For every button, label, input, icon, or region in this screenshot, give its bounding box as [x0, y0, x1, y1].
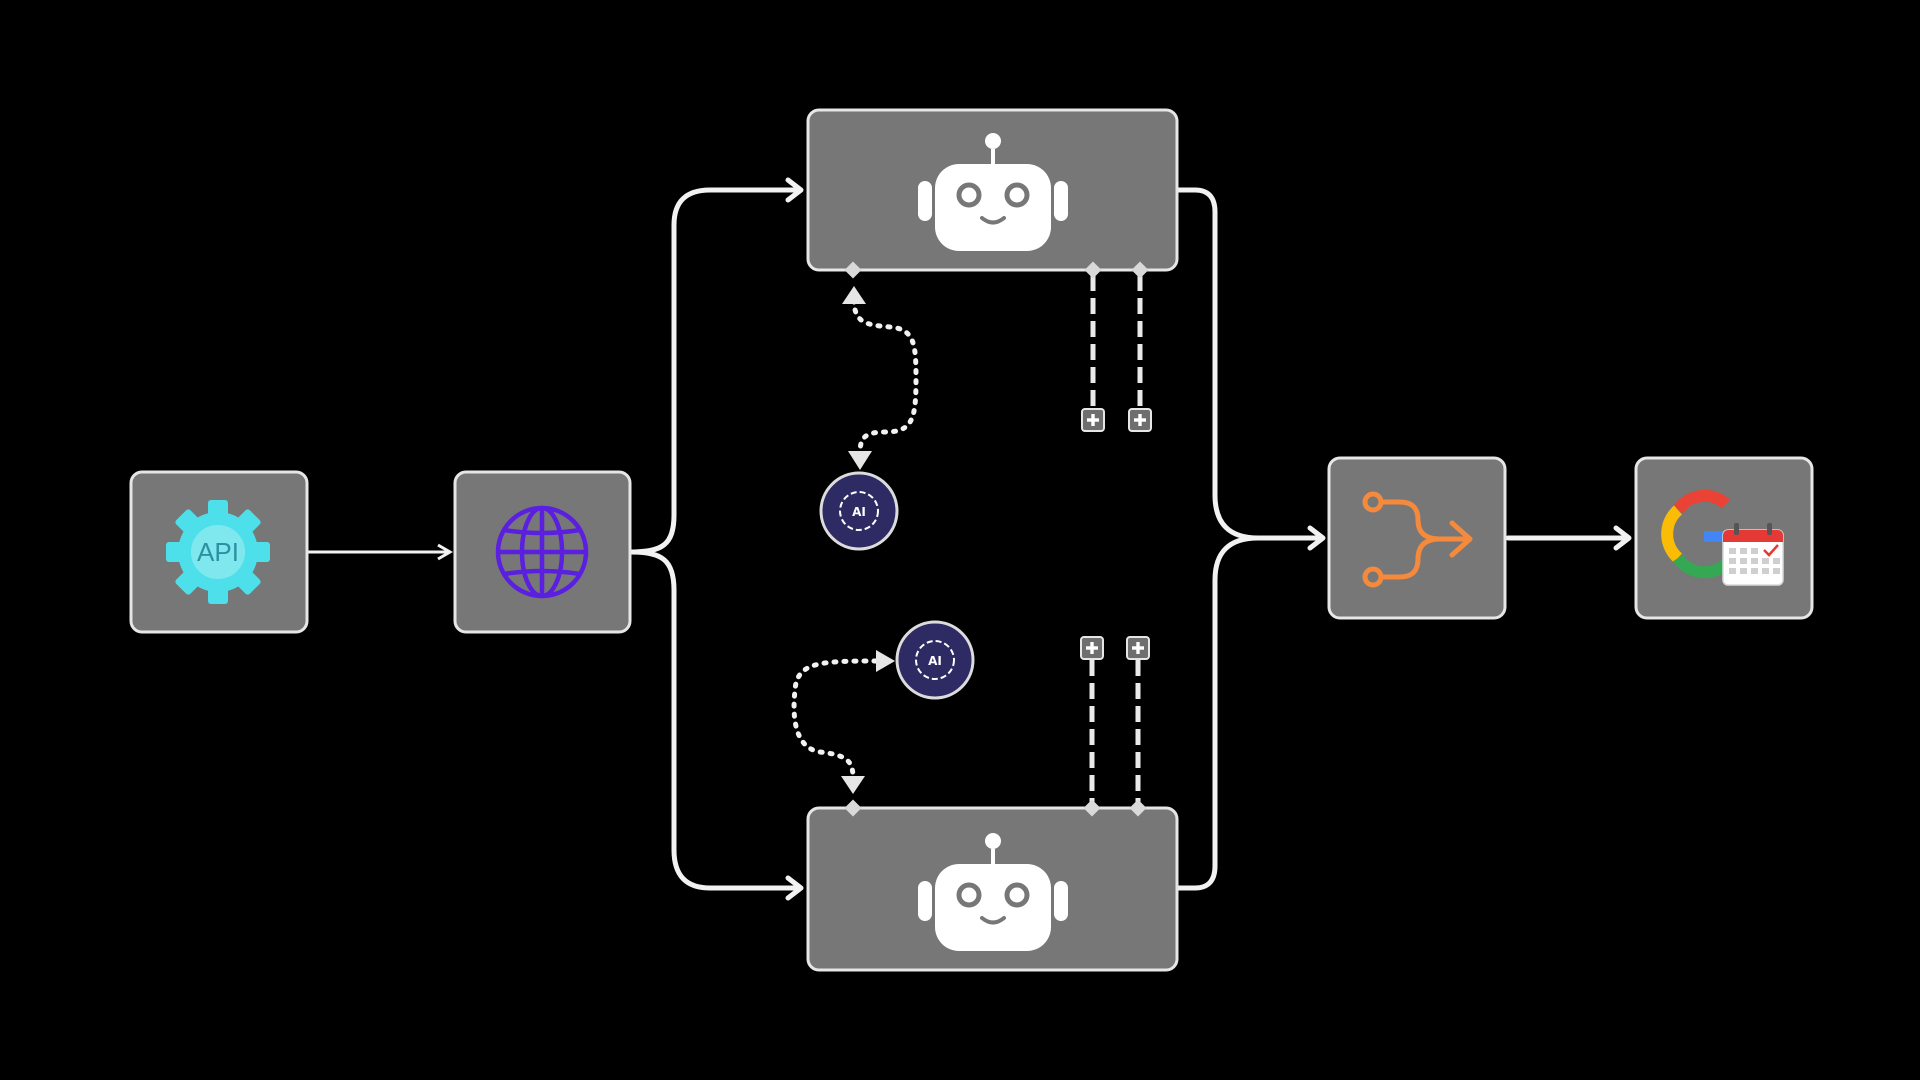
tool-lines-top — [1090, 275, 1143, 412]
google-calendar-icon — [1661, 489, 1784, 586]
connections — [308, 177, 1632, 901]
robot-icon — [918, 833, 1068, 951]
edge-agent-top-to-ai-model — [842, 286, 919, 470]
ai-model-node-bottom[interactable]: AI — [895, 620, 975, 700]
edge-agent-bottom-to-ai-model — [791, 650, 895, 794]
add-tool-button-top-2[interactable] — [1128, 408, 1152, 432]
robot-icon — [918, 133, 1068, 251]
edge-http-to-agent-top — [628, 177, 804, 555]
add-tool-button-top-1[interactable] — [1081, 408, 1105, 432]
ai-model-label: AI — [928, 654, 942, 668]
ai-model-label: AI — [852, 505, 866, 519]
edge-agent-bottom-to-merge — [1174, 525, 1326, 891]
add-tool-button-bottom-1[interactable] — [1080, 636, 1104, 660]
globe-icon — [495, 505, 589, 599]
ai-agent-node-bottom[interactable] — [806, 799, 1179, 972]
google-calendar-node[interactable] — [1634, 456, 1814, 620]
api-node[interactable]: API — [129, 470, 309, 634]
add-tool-button-bottom-2[interactable] — [1126, 636, 1150, 660]
ai-model-icon: AI — [915, 640, 955, 680]
ai-agent-node-top[interactable] — [806, 108, 1179, 279]
edge-agent-top-to-merge — [1174, 187, 1325, 541]
edge-api-to-http — [308, 543, 453, 561]
merge-icon — [1362, 491, 1473, 588]
edge-http-to-agent-bottom — [628, 549, 804, 901]
tool-lines-bottom — [1089, 660, 1141, 803]
http-request-node[interactable] — [453, 470, 632, 634]
ai-model-node-top[interactable]: AI — [819, 471, 899, 551]
api-label: API — [197, 537, 239, 567]
api-gear-icon: API — [166, 500, 270, 604]
agent-bottom-ports — [844, 799, 1147, 817]
edge-merge-to-calendar — [1505, 525, 1632, 551]
merge-node[interactable] — [1327, 456, 1507, 620]
ai-model-icon: AI — [839, 491, 879, 531]
